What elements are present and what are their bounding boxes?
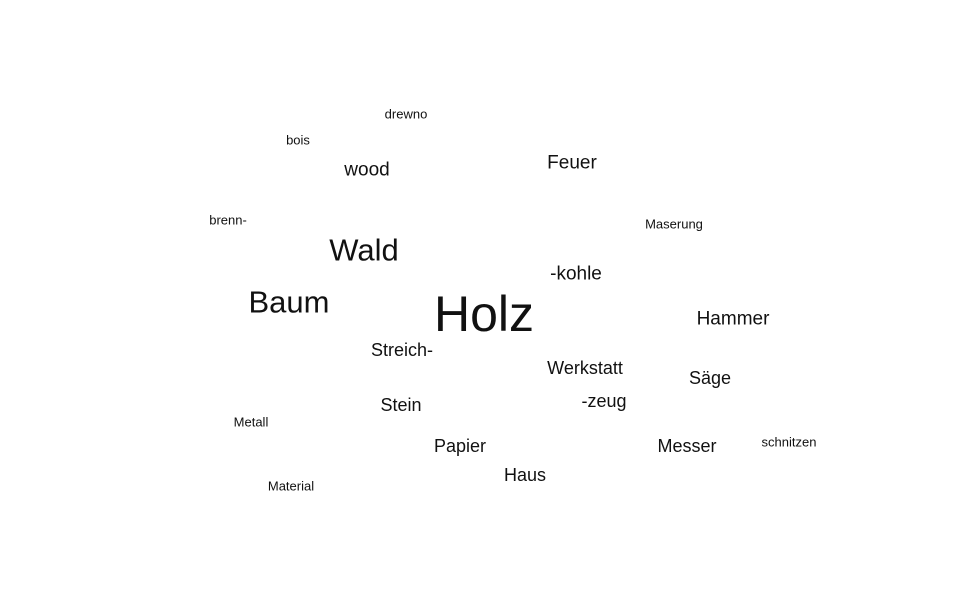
word-streich: Streich- bbox=[370, 340, 434, 360]
word-holz: Holz bbox=[433, 286, 535, 342]
word-schnitzen: schnitzen bbox=[761, 434, 817, 450]
word-wood: wood bbox=[344, 159, 390, 181]
word-baum: Baum bbox=[248, 284, 330, 320]
word-maserung: Maserung bbox=[645, 216, 703, 232]
word-kohle: -kohle bbox=[550, 263, 602, 285]
word-haus: Haus bbox=[503, 465, 547, 485]
word-hammer: Hammer bbox=[696, 308, 770, 330]
word-papier: Papier bbox=[433, 436, 487, 456]
word-messer: Messer bbox=[657, 436, 717, 456]
word-zeug: -zeug bbox=[581, 391, 627, 411]
word-saege: Säge bbox=[688, 368, 732, 388]
word-werkstatt: Werkstatt bbox=[547, 358, 623, 378]
word-drewno: drewno bbox=[384, 106, 428, 122]
word-feuer: Feuer bbox=[547, 152, 597, 174]
word-stein: Stein bbox=[380, 395, 422, 415]
word-brenn: brenn- bbox=[209, 212, 247, 228]
word-metall: Metall bbox=[233, 414, 269, 430]
word-wald: Wald bbox=[329, 232, 399, 268]
word-bois: bois bbox=[286, 132, 310, 148]
word-material: Material bbox=[267, 478, 315, 494]
